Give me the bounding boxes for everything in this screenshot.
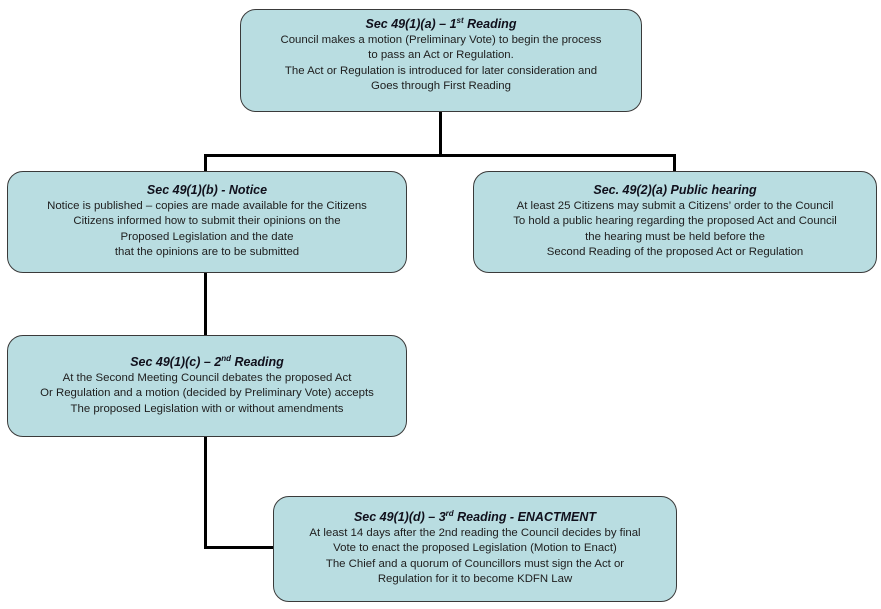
title-superscript: nd xyxy=(221,353,231,363)
box-text-line: to pass an Act or Regulation. xyxy=(368,49,514,61)
box-text-line: The Act or Regulation is introduced for … xyxy=(284,64,598,77)
box-text-line: Notice is published – copies are made av… xyxy=(47,199,367,212)
flowchart-box-second-reading: Sec 49(1)(c) – 2nd Reading At the Second… xyxy=(7,335,407,437)
box-text-line: Proposed Legislation and the date xyxy=(120,230,294,243)
box-text-line: At the Second Meeting Council debates th… xyxy=(62,371,352,384)
box-text-line: The Chief and a quorum of Councillors mu… xyxy=(325,557,625,570)
box-text-line: Second Reading of the proposed Act or Re… xyxy=(546,246,804,259)
box-text-line: Regulation for it to become KDFN Law xyxy=(377,573,573,586)
title-text: Sec 49(1)(a) – 1 xyxy=(365,17,457,31)
box-text-line: Citizens informed how to submit their op… xyxy=(73,215,341,228)
box-text-line: Or Regulation and a motion (decided by P… xyxy=(40,387,374,399)
connector-to-enactment xyxy=(204,546,275,549)
title-text: Reading xyxy=(463,17,517,31)
box-title-second-reading: Sec 49(1)(c) – 2nd Reading xyxy=(130,353,284,371)
box-title-enactment: Sec 49(1)(d) – 3rd Reading - ENACTMENT xyxy=(354,510,596,526)
box-title-public-hearing: Sec. 49(2)(a) Public hearing xyxy=(593,183,756,199)
title-text: Sec. 49(2)(a) Public hearing xyxy=(593,183,757,198)
flowchart-box-notice: Sec 49(1)(b) - Notice Notice is publishe… xyxy=(7,171,407,273)
box-text-line: that the opinions are to be submitted xyxy=(114,246,300,259)
flowchart-box-first-reading: Sec 49(1)(a) – 1st Reading Council makes… xyxy=(240,9,642,112)
title-text: Sec 49(1)(d) – 3 xyxy=(353,510,446,525)
box-title-notice: Sec 49(1)(b) - Notice xyxy=(147,183,267,199)
box-text-line: At least 14 days after the 2nd reading t… xyxy=(309,526,641,539)
title-superscript: st xyxy=(456,15,464,25)
flowchart-box-enactment: Sec 49(1)(d) – 3rd Reading - ENACTMENT A… xyxy=(273,496,677,602)
box-text-line: To hold a public hearing regarding the p… xyxy=(513,215,837,228)
connector-first-reading-stem xyxy=(439,112,442,157)
connector-second-reading-down xyxy=(204,437,207,549)
connector-branch-right-drop xyxy=(673,154,676,172)
box-text-line: Goes through First Reading xyxy=(371,80,511,92)
connector-branch-horizontal xyxy=(204,154,676,157)
connector-notice-to-second-reading xyxy=(204,273,207,335)
title-text: Sec 49(1)(c) – 2 xyxy=(130,355,222,369)
title-text: Reading - ENACTMENT xyxy=(453,510,597,525)
title-text: Reading xyxy=(231,355,284,369)
box-text-line: Vote to enact the proposed Legislation (… xyxy=(333,542,617,555)
box-text-line: the hearing must be held before the xyxy=(585,230,765,243)
title-text: Sec 49(1)(b) - Notice xyxy=(146,183,268,198)
flowchart-box-public-hearing: Sec. 49(2)(a) Public hearing At least 25… xyxy=(473,171,877,273)
connector-branch-left-drop xyxy=(204,154,207,172)
box-text-line: At least 25 Citizens may submit a Citize… xyxy=(516,199,834,212)
box-text-line: Council makes a motion (Preliminary Vote… xyxy=(280,33,602,46)
box-text-line: The proposed Legislation with or without… xyxy=(70,402,344,415)
box-title-first-reading: Sec 49(1)(a) – 1st Reading xyxy=(365,15,517,33)
title-superscript: rd xyxy=(445,509,454,519)
